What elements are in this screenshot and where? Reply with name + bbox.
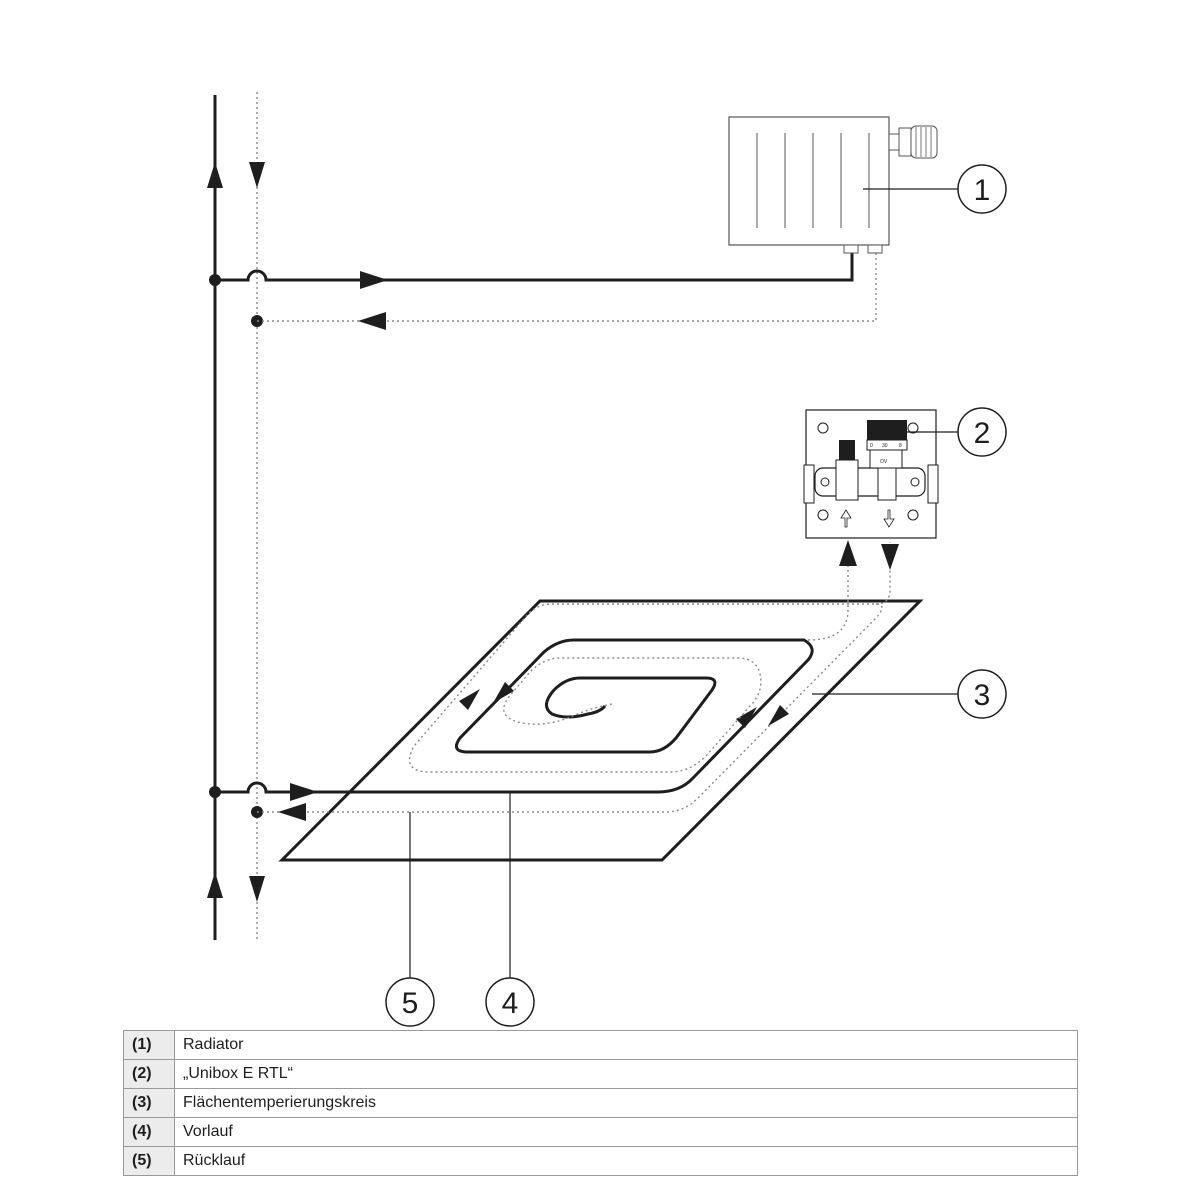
radiator-return-branch xyxy=(251,252,877,330)
legend-row: (1) Radiator xyxy=(123,1030,1078,1060)
legend-label: Rücklauf xyxy=(174,1146,1078,1176)
legend-number: (2) xyxy=(123,1059,175,1089)
legend-table: (1) Radiator (2) „Unibox E RTL“ (3) Fläc… xyxy=(123,1030,1078,1176)
legend-number: (5) xyxy=(123,1146,175,1176)
legend-number: (3) xyxy=(123,1088,175,1118)
callout-5: 5 xyxy=(385,977,435,1027)
legend-label: Vorlauf xyxy=(174,1117,1078,1147)
legend-label: Flächentemperierungskreis xyxy=(174,1088,1078,1118)
valve-scale-low: 0 xyxy=(870,443,873,449)
unibox: 0 30 8 OV xyxy=(803,409,939,539)
legend-row: (4) Vorlauf xyxy=(123,1117,1078,1147)
legend-label: „Unibox E RTL“ xyxy=(174,1059,1078,1089)
floor-heating-panel xyxy=(278,599,924,862)
legend-row: (5) Rücklauf xyxy=(123,1146,1078,1176)
unibox-connections xyxy=(807,540,899,641)
radiator xyxy=(728,116,890,254)
legend-number: (1) xyxy=(123,1030,175,1060)
legend-label: Radiator xyxy=(174,1030,1078,1060)
legend-row: (2) „Unibox E RTL“ xyxy=(123,1059,1078,1089)
callout-1: 1 xyxy=(957,164,1007,214)
legend-row: (3) Flächentemperierungskreis xyxy=(123,1088,1078,1118)
leader-lines xyxy=(409,188,958,978)
callout-2-label: 2 xyxy=(974,417,991,450)
return-riser xyxy=(249,92,265,940)
radiator-supply-branch xyxy=(209,252,854,289)
floor-return-coil xyxy=(251,603,883,821)
floor-supply-coil xyxy=(209,638,814,801)
callout-3: 3 xyxy=(957,669,1007,719)
thermostat-head-icon xyxy=(888,125,938,159)
supply-riser xyxy=(207,95,223,940)
valve-scale-high: 8 xyxy=(899,443,902,449)
callout-4: 4 xyxy=(485,977,535,1027)
heating-diagram: 0 30 8 OV xyxy=(207,92,1007,1027)
valve-scale-mid: 30 xyxy=(882,443,888,449)
legend-number: (4) xyxy=(123,1117,175,1147)
callout-4-label: 4 xyxy=(502,987,519,1020)
callout-5-label: 5 xyxy=(402,987,419,1020)
callout-2: 2 xyxy=(957,407,1007,457)
valve-ov-label: OV xyxy=(880,459,888,465)
callout-1-label: 1 xyxy=(974,174,991,207)
callout-3-label: 3 xyxy=(974,679,991,712)
